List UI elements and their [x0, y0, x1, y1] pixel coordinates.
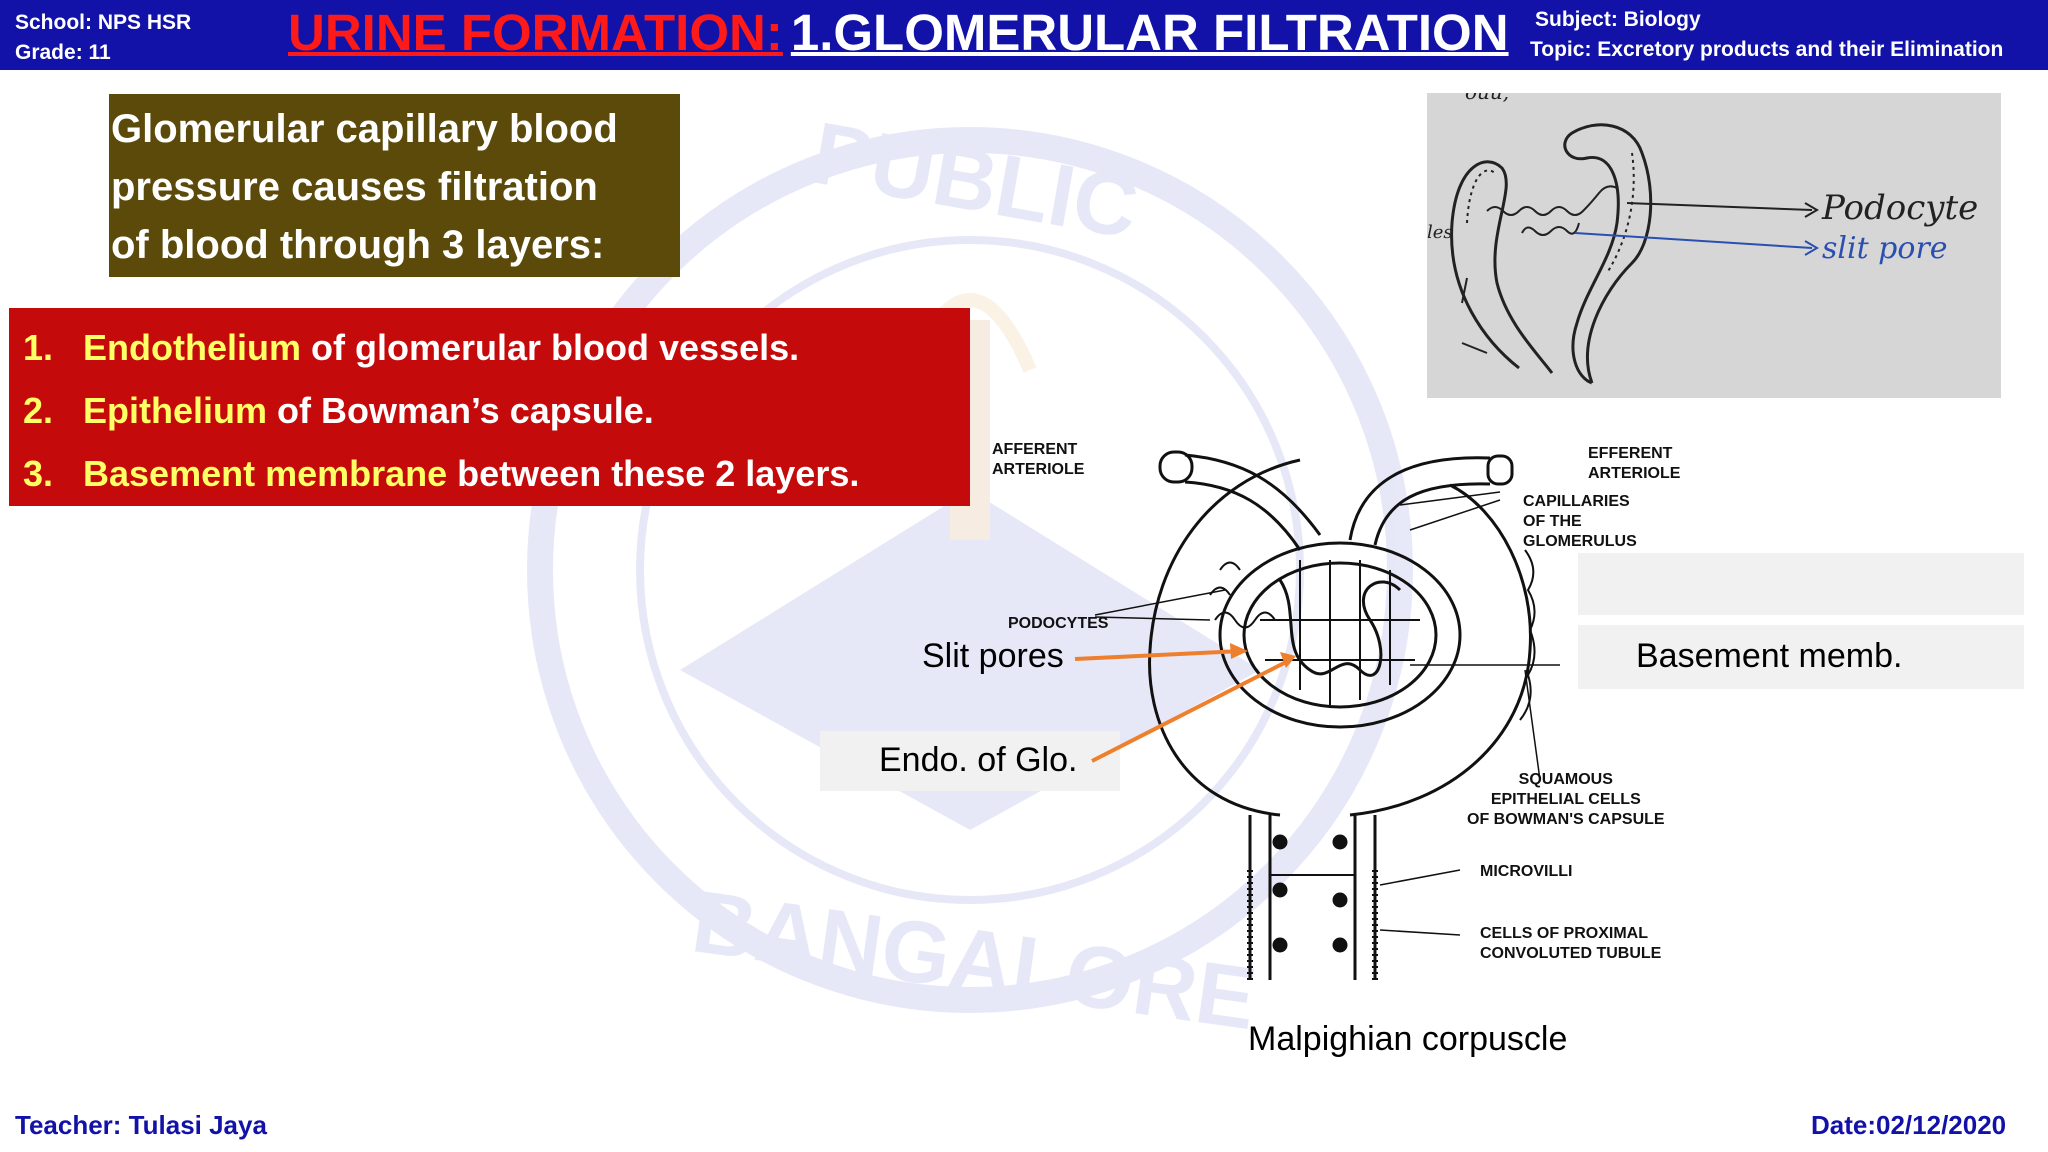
label-line: ARTERIOLE	[1588, 465, 1681, 482]
intro-text-box: Glomerular capillary blood pressure caus…	[109, 94, 680, 277]
pct-cells-label: CELLS OF PROXIMAL CONVOLUTED TUBULE	[1480, 924, 1661, 964]
podocyte-sketch-drawing: Podocyte slit pore ouu, les	[1427, 93, 1978, 385]
diagram-caption: Malpighian corpuscle	[1248, 1020, 1568, 1058]
basement-membrane-annotation: Basement memb.	[1636, 637, 1903, 675]
sketch-podocyte-label: Podocyte	[1821, 188, 1978, 228]
layer-item: 3. Basement membrane between these 2 laye…	[23, 446, 970, 509]
layer-description: of glomerular blood vessels.	[301, 327, 800, 368]
intro-line: pressure causes filtration	[111, 165, 598, 209]
label-line: OF BOWMAN'S CAPSULE	[1467, 811, 1665, 828]
label-line: ARTERIOLE	[992, 461, 1085, 478]
endothelium-box	[820, 731, 1120, 791]
sketch-partial-left-label: les	[1427, 222, 1453, 243]
label-line: CAPILLARIES	[1523, 493, 1630, 510]
layer-key-term: Endothelium	[83, 327, 301, 368]
date-label: Date:02/12/2020	[1811, 1110, 2007, 1140]
layer-description: of Bowman’s capsule.	[267, 390, 654, 431]
capillaries-label: CAPILLARIES OF THE GLOMERULUS	[1523, 492, 1637, 552]
label-line: AFFERENT	[992, 441, 1078, 458]
layer-item: 2. Epithelium of Bowman’s capsule.	[23, 383, 970, 446]
label-line: SQUAMOUS	[1518, 771, 1613, 788]
intro-line: Glomerular capillary blood	[111, 107, 618, 151]
svg-text:PUBLIC: PUBLIC	[805, 103, 1145, 257]
blank-label-box	[1578, 553, 2024, 615]
podocytes-label: PODOCYTES	[1008, 615, 1109, 632]
slit-pores-annotation: Slit pores	[922, 637, 1064, 675]
layer-key-term: Basement membrane	[83, 453, 448, 494]
intro-line: of blood through 3 layers:	[111, 223, 605, 267]
title-part-1: URINE FORMATION:	[288, 4, 783, 61]
efferent-arteriole-label: EFFERENT ARTERIOLE	[1588, 444, 1680, 484]
squamous-cells-label: SQUAMOUS EPITHELIAL CELLS OF BOWMAN'S CA…	[1467, 770, 1665, 830]
layer-number: 3.	[23, 453, 54, 494]
label-line: OF THE	[1523, 513, 1582, 530]
slide-title: URINE FORMATION:1.GLOMERULAR FILTRATION	[288, 0, 1509, 70]
layer-number: 1.	[23, 327, 54, 368]
malpighian-corpuscle-diagram	[1094, 450, 1560, 980]
filtration-layers-list: 1. Endothelium of glomerular blood vessel…	[9, 308, 970, 506]
layer-description: between these 2 layers.	[447, 453, 860, 494]
basement-membrane-box	[1578, 625, 2024, 689]
label-line: CONVOLUTED TUBULE	[1480, 945, 1662, 962]
whiteboard-sketch-photo: Podocyte slit pore ouu, les	[1427, 93, 2001, 398]
sketch-slit-pore-label: slit pore	[1822, 231, 1948, 266]
label-line: EPITHELIAL CELLS	[1490, 791, 1641, 808]
school-label: School: NPS HSR	[15, 11, 192, 34]
sketch-partial-top-label: ouu,	[1465, 93, 1509, 104]
subject-label: Subject: Biology	[1535, 8, 1701, 31]
header-bar: School: NPS HSR Grade: 11 URINE FORMATIO…	[0, 0, 2048, 70]
topic-label: Topic: Excretory products and their Elim…	[1530, 38, 2004, 61]
teacher-label: Teacher: Tulasi Jaya	[15, 1110, 267, 1140]
label-line: GLOMERULUS	[1523, 533, 1637, 550]
grade-label: Grade: 11	[15, 41, 111, 64]
layer-number: 2.	[23, 390, 54, 431]
layer-key-term: Epithelium	[83, 390, 268, 431]
label-line: CELLS OF PROXIMAL	[1480, 925, 1648, 942]
afferent-arteriole-label: AFFERENT ARTERIOLE	[992, 440, 1084, 480]
title-part-2: 1.GLOMERULAR FILTRATION	[790, 4, 1509, 61]
label-line: EFFERENT	[1588, 445, 1673, 462]
layer-item: 1. Endothelium of glomerular blood vessel…	[23, 320, 970, 383]
microvilli-label: MICROVILLI	[1480, 863, 1573, 880]
endothelium-annotation: Endo. of Glo.	[879, 741, 1078, 779]
